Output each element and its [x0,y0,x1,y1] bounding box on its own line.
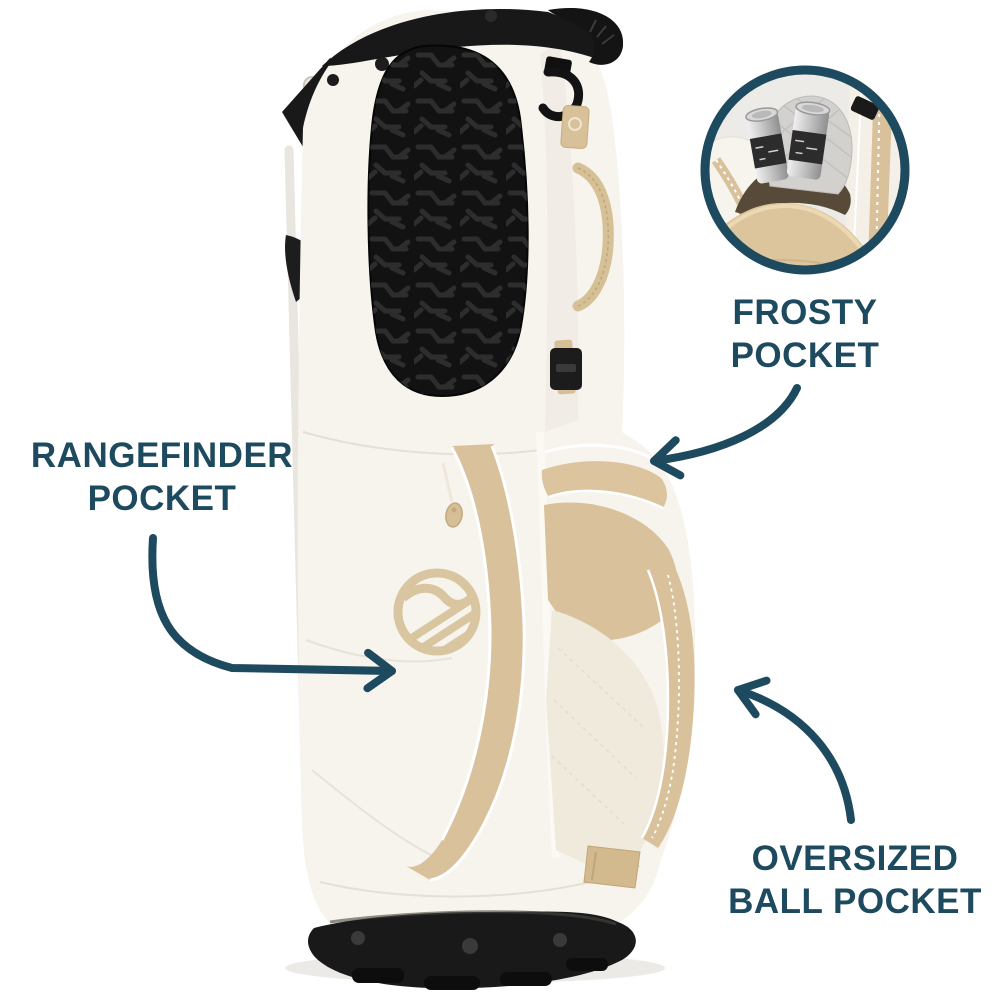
front-pocket-sash [406,444,526,882]
rangefinder-pocket-label: RANGEFINDER POCKET [12,434,312,520]
brand-logo-icon [393,568,481,656]
frosty-arrow-icon [650,384,801,480]
can-icon [745,107,789,184]
inset-ring [700,65,910,275]
bag-base [308,910,636,990]
frosty-pocket-inset-photo [700,65,910,275]
rangefinder-pocket-label-line1: RANGEFINDER [30,436,294,475]
oversized-arrow-icon [734,676,855,824]
frosty-pocket-label-line2: POCKET [730,336,880,375]
rangefinder-pocket-label-line2: POCKET [87,479,237,518]
callout-arrows [148,384,855,824]
oversized-ball-pocket-label-line2: BALL POCKET [728,882,982,921]
oversized-ball-pocket-label: OVERSIZED BALL POCKET [685,837,1000,923]
frosty-pocket-label: FROSTY POCKET [655,291,955,377]
side-straps [550,104,614,395]
ball-pocket [541,443,695,889]
can-icon [786,101,831,180]
carry-handle-loop-icon [548,7,624,65]
oversized-ball-pocket-label-line1: OVERSIZED [751,839,959,878]
zipper-pull-icon [445,502,463,528]
frosty-pocket-label-line1: FROSTY [732,293,878,332]
back-cushion-pad [367,44,529,398]
top-collar [322,7,624,121]
rangefinder-arrow-icon [148,534,396,693]
